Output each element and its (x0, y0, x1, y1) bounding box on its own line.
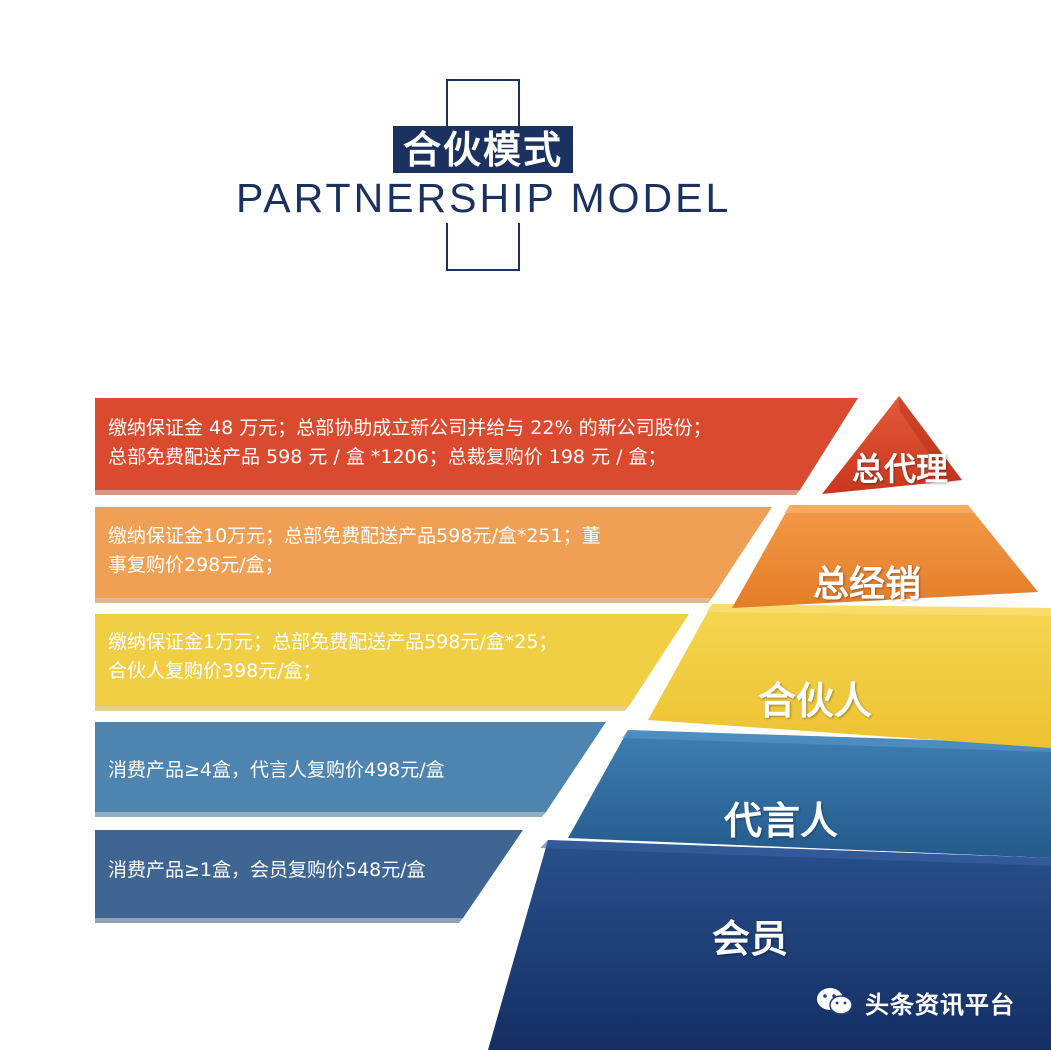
band-text-daiyanren: 消费产品≥4盒，代言人复购价498元/盒 (108, 759, 445, 781)
tier-label-huiyuan: 会员 (711, 917, 788, 961)
tier-zongjingxiao (732, 505, 1038, 608)
band-zongjingxiao (95, 507, 772, 598)
page-title: 合伙模式 (393, 126, 573, 174)
page-subtitle: PARTNERSHIP MODEL (236, 173, 736, 223)
tier-label-zongdaili: 总代理 (851, 450, 948, 488)
tier-label-hehuoren: 合伙人 (757, 679, 872, 723)
band-huiyuan (95, 830, 523, 918)
band-text-zongdaili: 缴纳保证金 48 万元；总部协助成立新公司并给与 22% 的新公司股份； 总部免… (108, 417, 712, 468)
watermark: 头条资讯平台 (815, 982, 1015, 1022)
wechat-icon (817, 988, 853, 1015)
tier-zongdaili (822, 396, 962, 494)
tier-huiyuan (488, 840, 1051, 1050)
band-hehuoren (95, 614, 689, 706)
tier-label-zongjingxiao: 总经销 (812, 564, 921, 605)
band-zongdaili (95, 398, 858, 490)
tier-daiyanren (568, 730, 1051, 858)
tier-label-daiyanren: 代言人 (723, 799, 838, 843)
tier-hehuoren (648, 604, 1051, 748)
band-text-zongjingxiao: 缴纳保证金10万元；总部免费配送产品598元/盒*251；董 事复购价298元/… (108, 525, 601, 576)
watermark-text: 头条资讯平台 (865, 990, 1015, 1019)
band-text-hehuoren: 缴纳保证金1万元；总部免费配送产品598元/盒*25； 合伙人复购价398元/盒… (108, 631, 558, 682)
band-text-huiyuan: 消费产品≥1盒，会员复购价548元/盒 (108, 859, 426, 881)
band-daiyanren (95, 722, 606, 812)
